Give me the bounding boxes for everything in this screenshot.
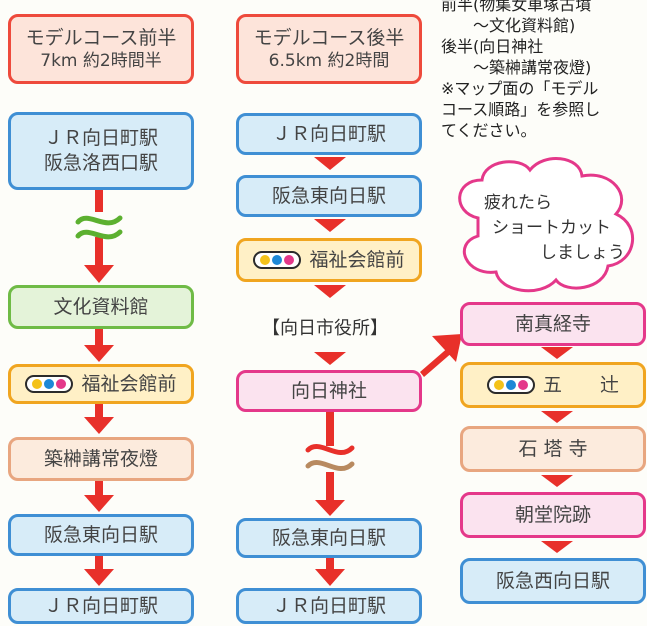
middle-course-title: モデルコース後半	[253, 26, 405, 49]
middle-arrow-3	[314, 285, 346, 298]
bus-icon	[25, 375, 74, 393]
right-stop-gotsuji: 五 辻	[460, 362, 646, 408]
middle-stop-label: 福祉会館前	[309, 248, 405, 271]
middle-stop-jr-mukomachi: ＪＲ向日町駅	[236, 113, 422, 155]
left-stop-label: 阪急洛西口駅	[43, 152, 158, 174]
shortcut-cloud	[458, 157, 634, 293]
middle-stop-label: ＪＲ向日町駅	[271, 122, 386, 145]
middle-stop-fukushi-kaikan: 福祉会館前	[236, 238, 422, 282]
middle-arrow-6	[315, 472, 345, 516]
right-stop-label: 南真経寺	[514, 312, 591, 335]
middle-stop-hankyu-higashimuko: 阪急東向日駅	[236, 175, 422, 217]
middle-arrow-1	[314, 157, 346, 170]
middle-arrow-4	[314, 352, 346, 365]
left-course-header: モデルコース前半 7km 約2時間半	[8, 14, 194, 84]
left-arrow-4	[84, 481, 114, 512]
right-stop-label: 石 塔 寺	[518, 437, 588, 460]
left-stop-label: 阪急東向日駅	[43, 523, 158, 546]
middle-stop-label: ＪＲ向日町駅	[271, 594, 386, 617]
right-arrow-4	[541, 541, 573, 553]
middle-stop-label: 向日神社	[290, 379, 367, 402]
middle-arrow-5	[326, 412, 334, 446]
middle-stop-label: 阪急東向日駅	[271, 184, 386, 207]
cloud-text-3: しましょう	[540, 243, 625, 263]
left-course-subtitle: 7km 約2時間半	[40, 51, 162, 72]
middle-stop-muko-jinja: 向日神社	[236, 370, 422, 412]
middle-course-header: モデルコース後半 6.5km 約2時間	[236, 14, 422, 84]
bus-icon	[253, 251, 302, 269]
right-stop-label: 阪急西向日駅	[495, 569, 610, 592]
left-stop-label: 築榊講常夜燈	[43, 447, 158, 470]
cloud-text-1: 疲れたら	[484, 193, 552, 213]
middle-arrow-7	[315, 557, 345, 586]
left-stop-label: ＪＲ向日町駅	[43, 127, 158, 150]
right-arrow-2	[541, 411, 573, 423]
right-stop-hankyu-nishimuko: 阪急西向日駅	[460, 558, 646, 604]
right-arrow-3	[541, 475, 573, 487]
middle-stop-hankyu-higashimuko-2: 阪急東向日駅	[236, 518, 422, 558]
left-stop-label: 福祉会館前	[81, 372, 177, 395]
left-squiggle	[75, 215, 123, 240]
left-stop-label: 文化資料館	[53, 295, 149, 318]
left-arrow-1	[84, 237, 114, 283]
left-stop-hankyu-higashimuko: 阪急東向日駅	[8, 514, 194, 556]
left-stop-joyato: 築榊講常夜燈	[8, 437, 194, 481]
left-stop-label: ＪＲ向日町駅	[43, 594, 158, 617]
right-arrow-1	[541, 347, 573, 359]
middle-stop-city-hall: 【向日市役所】	[262, 318, 388, 339]
middle-arrow-2	[314, 219, 346, 232]
left-arrow-5	[84, 555, 114, 586]
left-stop-bunka-shiryokan: 文化資料館	[8, 285, 194, 329]
right-stop-minami-shinkyoji: 南真経寺	[460, 302, 646, 346]
middle-stop-jr-mukomachi-end: ＪＲ向日町駅	[236, 588, 422, 624]
left-course-title: モデルコース前半	[25, 26, 177, 49]
left-arrow-3	[84, 403, 114, 434]
cloud-text-2: ショートカット	[492, 218, 611, 238]
middle-stop-label: 阪急東向日駅	[271, 526, 386, 549]
middle-course-subtitle: 6.5km 約2時間	[268, 51, 390, 72]
right-stop-label: 朝堂院跡	[514, 503, 591, 526]
shortcut-arrow	[420, 334, 462, 377]
right-stop-sekitoji: 石 塔 寺	[460, 426, 646, 472]
left-stop-jr-mukomachi-end: ＪＲ向日町駅	[8, 588, 194, 624]
course-note: 前半(物集女車塚古墳 ～文化資料館) 後半(向日神社 ～築榊講常夜燈) ※マップ…	[441, 0, 601, 140]
left-stop-jr-mukomachi: ＪＲ向日町駅 阪急洛西口駅	[8, 112, 194, 190]
left-stop-fukushi-kaikan: 福祉会館前	[8, 364, 194, 404]
right-stop-label: 五 辻	[542, 373, 619, 396]
bus-icon	[486, 376, 535, 394]
middle-squiggle	[305, 444, 355, 472]
right-stop-chodoin: 朝堂院跡	[460, 492, 646, 538]
left-stem-top	[95, 190, 103, 212]
left-arrow-2	[84, 329, 114, 362]
